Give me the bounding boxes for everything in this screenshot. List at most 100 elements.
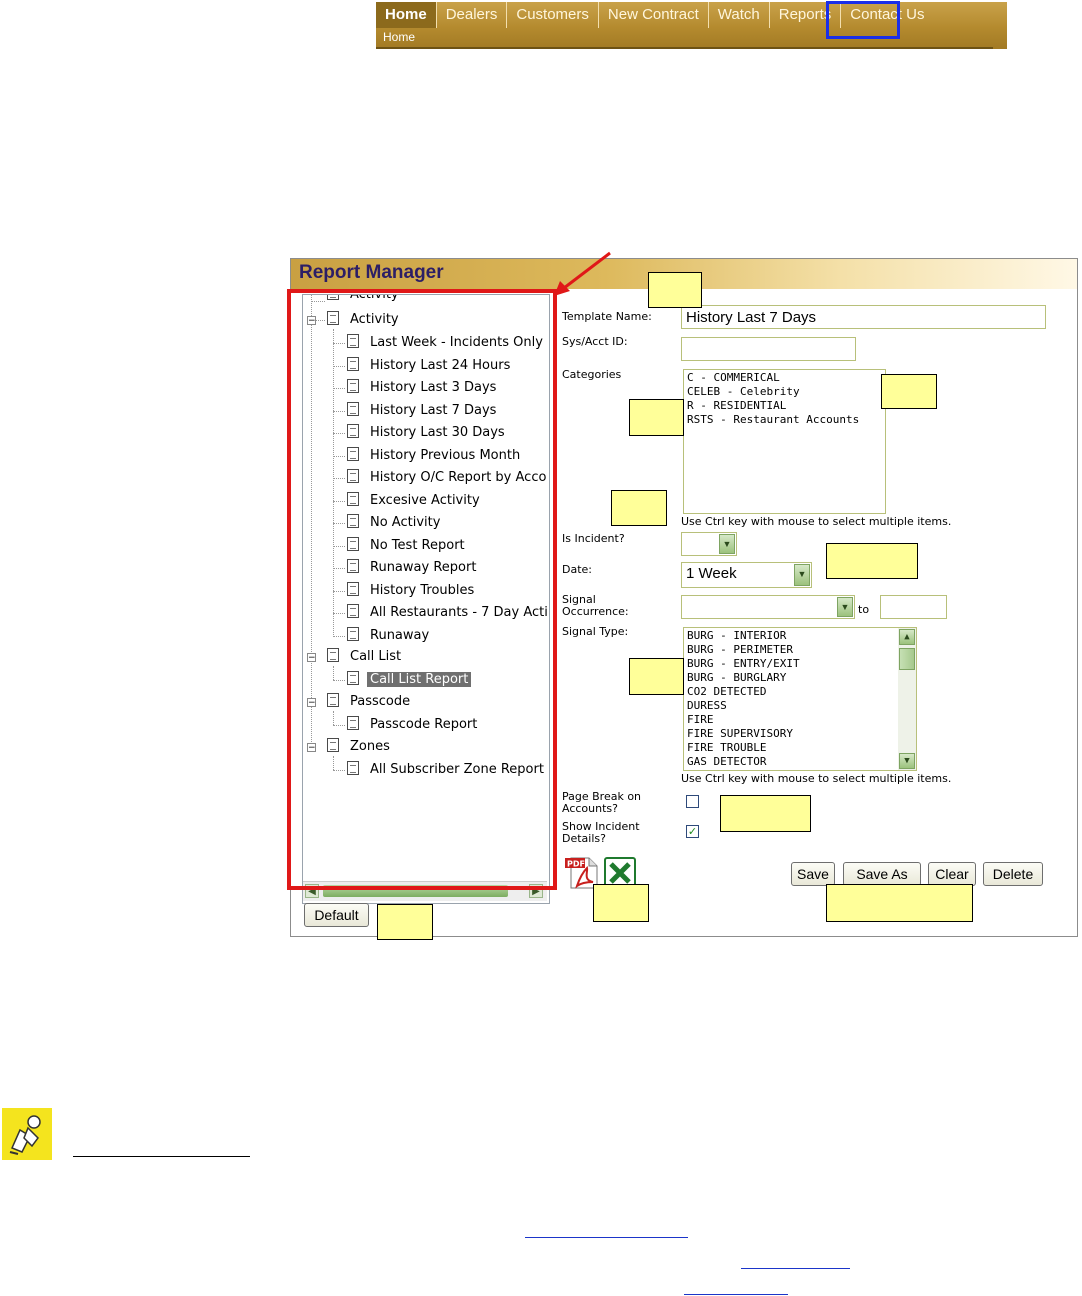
chevron-down-icon[interactable]: ▼ <box>794 564 810 586</box>
tree-item[interactable]: No Test Report <box>347 536 468 555</box>
signal-type-option[interactable]: CO2 DETECTED <box>687 685 767 698</box>
top-nav-bar: Home Dealers Customers New Contract Watc… <box>376 2 1007 49</box>
category-option[interactable]: RSTS - Restaurant Accounts <box>687 413 860 426</box>
tree-connector <box>311 301 325 302</box>
tree-group-zones[interactable]: Zones <box>327 738 393 756</box>
callout-box <box>881 374 937 409</box>
delete-button[interactable]: Delete <box>983 862 1043 886</box>
sys-acct-input[interactable] <box>681 337 856 361</box>
tree-group-passcode[interactable]: Passcode <box>327 693 413 711</box>
tree-item[interactable]: Excesive Activity <box>347 491 483 510</box>
document-icon <box>347 671 359 685</box>
collapse-toggle-icon[interactable]: − <box>307 743 316 753</box>
tree-item[interactable]: No Activity <box>347 514 443 532</box>
collapse-toggle-icon[interactable]: − <box>307 653 316 663</box>
report-tree[interactable]: Activity − Activity − Call List Call Lis… <box>302 294 550 904</box>
signal-type-option[interactable]: GAS DETECTOR <box>687 755 767 768</box>
template-name-label: Template Name: <box>562 310 652 323</box>
tree-group-call-list[interactable]: Call List <box>327 648 404 666</box>
signal-type-option[interactable]: BURG - BURGLARY <box>687 671 787 684</box>
tab-contact-us[interactable]: Contact Us <box>850 6 925 23</box>
page-break-checkbox[interactable] <box>686 795 699 808</box>
document-icon <box>327 311 339 325</box>
signal-type-option[interactable]: BURG - INTERIOR <box>687 629 787 642</box>
signal-type-option[interactable]: BURG - ENTRY/EXIT <box>687 657 800 670</box>
red-arrow-icon <box>554 251 611 296</box>
tree-connector <box>333 455 345 457</box>
tab-home[interactable]: Home <box>376 2 437 28</box>
link-underline[interactable] <box>525 1237 688 1238</box>
tree-item[interactable]: History Last 3 Days <box>347 379 499 397</box>
signal-type-option[interactable]: FIRE TROUBLE <box>687 741 767 754</box>
chevron-down-icon[interactable]: ▼ <box>719 534 735 554</box>
sys-acct-label: Sys/Acct ID: <box>562 335 628 348</box>
document-icon <box>347 761 359 775</box>
category-option[interactable]: CELEB - Celebrity <box>687 385 800 398</box>
signal-occurrence-select[interactable]: ▼ <box>681 595 855 619</box>
show-incident-checkbox[interactable]: ✓ <box>686 825 699 838</box>
signal-type-option[interactable]: FIRE SUPERVISORY <box>687 727 793 740</box>
category-option[interactable]: C - COMMERICAL <box>687 371 780 384</box>
tab-watch[interactable]: Watch <box>709 2 770 28</box>
tree-item[interactable]: All Restaurants - 7 Day Acti <box>347 604 549 622</box>
date-select[interactable]: 1 Week ▼ <box>681 562 812 588</box>
signal-type-option[interactable]: DURESS <box>687 699 727 712</box>
tree-item[interactable]: History Previous Month <box>347 446 523 465</box>
clear-button[interactable]: Clear <box>928 862 976 886</box>
date-label: Date: <box>562 563 592 576</box>
collapse-toggle-icon[interactable]: − <box>307 698 316 708</box>
template-name-input[interactable] <box>681 305 1046 329</box>
is-incident-select[interactable]: ▼ <box>681 532 737 556</box>
tree-item-all-subscriber-zone-report[interactable]: All Subscriber Zone Report <box>347 761 547 779</box>
tree-item-call-list-report[interactable]: Call List Report <box>347 671 472 689</box>
document-icon <box>327 738 339 752</box>
tree-connector <box>333 568 345 569</box>
signal-occurrence-to-input[interactable] <box>880 595 947 619</box>
scroll-up-icon[interactable]: ▲ <box>899 629 915 645</box>
document-icon <box>347 334 359 348</box>
tab-new-contract[interactable]: New Contract <box>599 2 709 28</box>
collapse-toggle-icon[interactable]: − <box>307 316 316 326</box>
scroll-down-icon[interactable]: ▼ <box>899 753 915 769</box>
tree-item[interactable]: History Last 24 Hours <box>347 356 513 375</box>
tree-highlight-box <box>287 289 557 890</box>
scroll-thumb[interactable] <box>899 648 915 670</box>
link-underline[interactable] <box>684 1294 788 1295</box>
link-underline[interactable] <box>741 1268 850 1269</box>
tree-item[interactable]: History O/C Report by Acco <box>347 469 549 487</box>
tree-item[interactable]: Runaway <box>347 626 432 645</box>
tree-item[interactable]: Runaway Report <box>347 559 479 577</box>
document-icon <box>327 648 339 662</box>
document-icon <box>347 379 359 393</box>
tree-item[interactable]: History Last 7 Days <box>347 401 499 420</box>
tab-customers[interactable]: Customers <box>507 2 599 28</box>
signal-type-option[interactable]: BURG - PERIMETER <box>687 643 793 656</box>
tab-reports[interactable]: Reports <box>770 2 842 28</box>
tree-item[interactable]: History Troubles <box>347 581 477 600</box>
default-button[interactable]: Default <box>304 903 369 927</box>
signal-type-option[interactable]: FIRE <box>687 713 714 726</box>
signal-type-scrollbar[interactable]: ▲ ▼ <box>898 628 916 770</box>
document-icon <box>347 424 359 438</box>
tree-item[interactable]: Last Week - Incidents Only <box>347 334 546 352</box>
tree-connector <box>333 478 345 479</box>
tree-item[interactable]: History Last 30 Days <box>347 424 508 442</box>
tree-guide <box>333 756 334 770</box>
tree-connector <box>316 320 325 321</box>
save-button[interactable]: Save <box>791 862 835 886</box>
tree-node-clipped: Activity <box>327 295 402 304</box>
callout-box <box>611 490 667 526</box>
tab-dealers[interactable]: Dealers <box>437 2 508 28</box>
category-option[interactable]: R - RESIDENTIAL <box>687 399 787 412</box>
tree-item-passcode-report[interactable]: Passcode Report <box>347 716 480 734</box>
excel-export-icon[interactable] <box>604 857 636 889</box>
pdf-export-icon[interactable]: PDF <box>565 856 599 890</box>
chevron-down-icon[interactable]: ▼ <box>837 597 853 617</box>
save-as-button[interactable]: Save As <box>843 862 921 886</box>
tree-group-activity[interactable]: Activity <box>327 311 402 329</box>
